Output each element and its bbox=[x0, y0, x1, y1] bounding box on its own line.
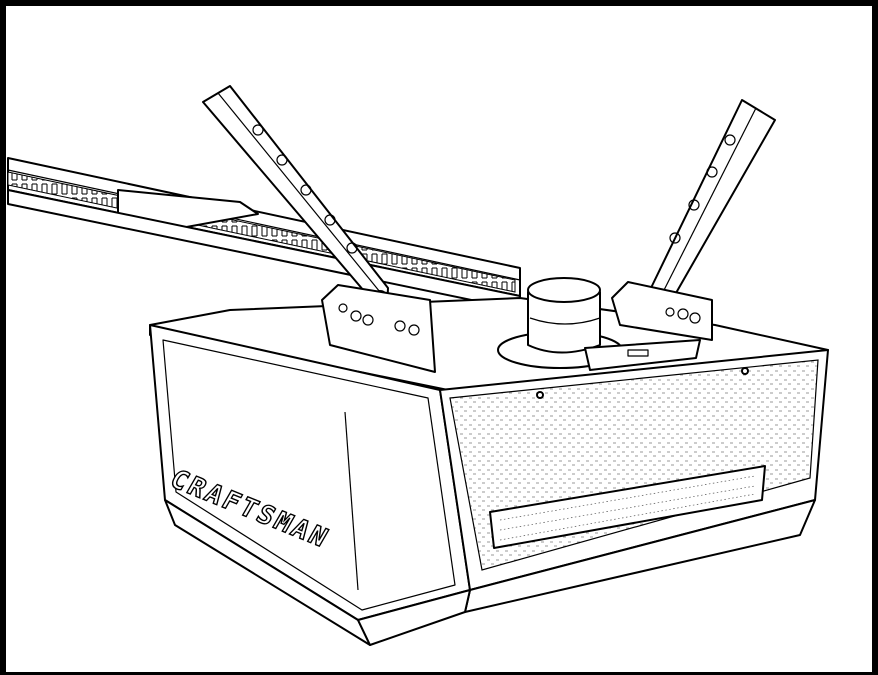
right-mounting-bracket bbox=[611, 281, 713, 341]
housing-base bbox=[164, 499, 816, 646]
rail bbox=[7, 157, 521, 311]
sprocket-housing bbox=[497, 277, 701, 371]
housing-front bbox=[439, 349, 829, 591]
left-mounting-bracket bbox=[321, 284, 436, 373]
